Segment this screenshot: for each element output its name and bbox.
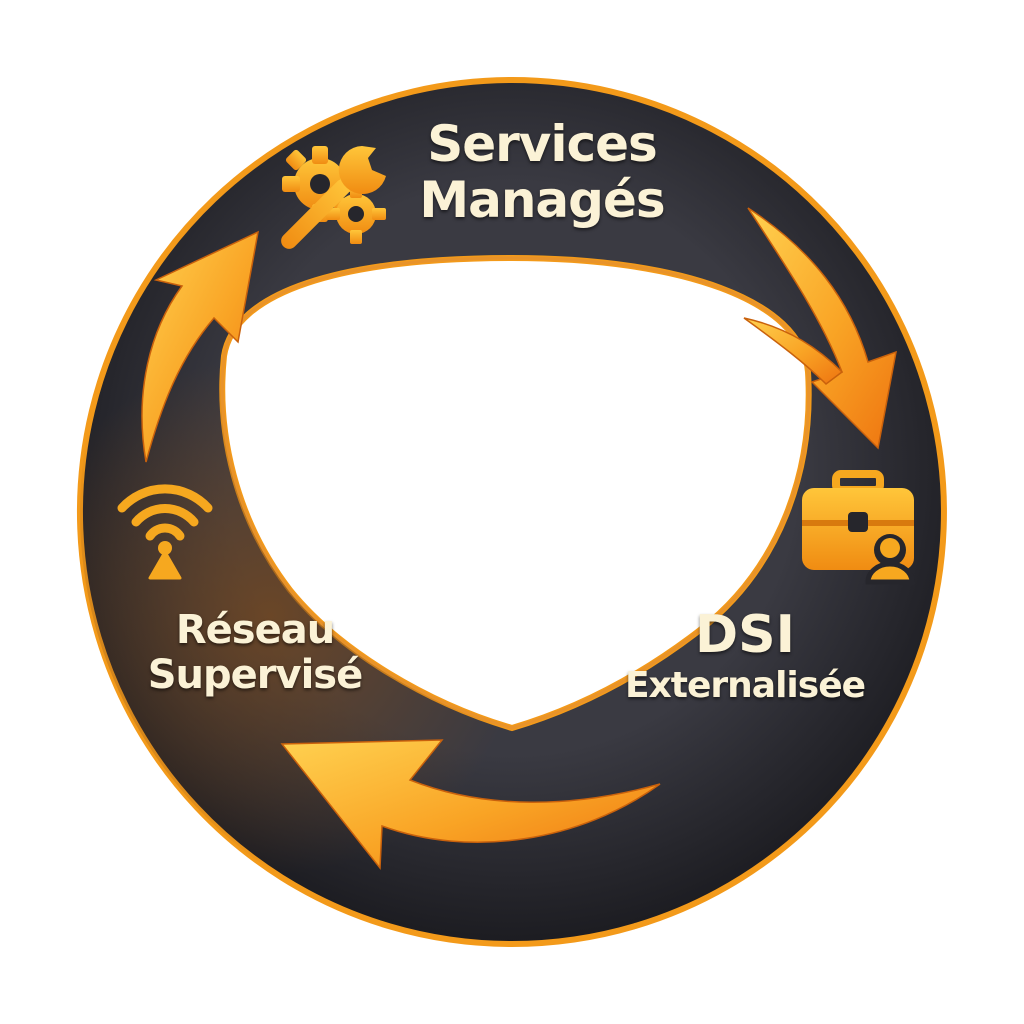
node-label-reseau-supervise: Réseau Supervisé (120, 608, 390, 698)
node-left-line2: Supervisé (147, 651, 364, 698)
briefcase-person-icon (802, 470, 915, 585)
arrow-left (141, 230, 259, 463)
node-right-line1: DSI (695, 605, 795, 665)
arrow-bottom (280, 739, 661, 871)
node-label-services-manages: Services Managés (402, 116, 682, 228)
gear-wrench-icon (281, 146, 386, 249)
wifi-antenna-icon (117, 484, 213, 580)
node-label-dsi-externalisee: DSI Externalisée (600, 606, 890, 707)
node-top-line1: Services (427, 115, 658, 173)
node-top-line2: Managés (419, 171, 665, 229)
ring-glow (79, 80, 944, 944)
node-left-line1: Réseau (175, 607, 335, 653)
arrow-top-right (747, 207, 897, 450)
arrow-top-right-tail (743, 317, 844, 385)
node-right-line2: Externalisée (624, 665, 866, 707)
